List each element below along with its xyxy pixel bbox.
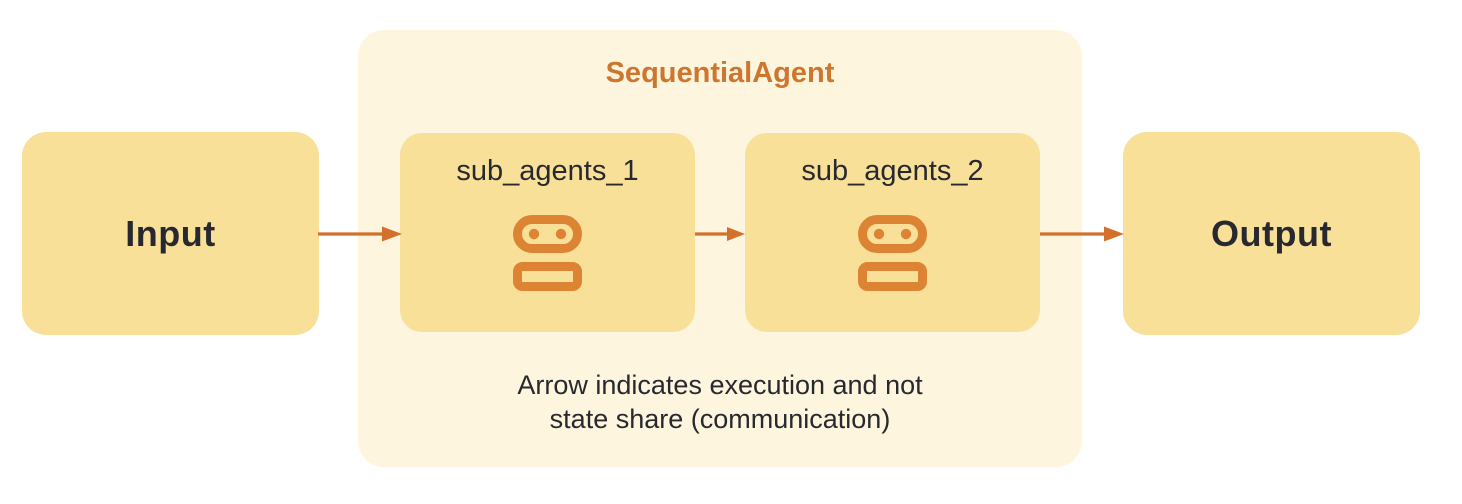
arrow-icon-sub1-to-sub2: [695, 227, 745, 241]
sub-agent-2-label: sub_agents_2: [801, 155, 984, 187]
sub-agent-node-2: sub_agents_2: [745, 133, 1040, 332]
input-node: Input: [22, 132, 319, 335]
robot-icon: [858, 215, 927, 291]
execution-note-line-1: Arrow indicates execution and not: [517, 370, 923, 400]
input-label: Input: [125, 212, 216, 254]
execution-note-line-2: state share (communication): [549, 404, 891, 434]
sub-agent-node-1: sub_agents_1: [400, 133, 695, 332]
execution-note: Arrow indicates execution and not state …: [358, 368, 1082, 436]
arrow-icon-sub2-to-output: [1040, 226, 1124, 242]
arrow-icon-input-to-sub1: [318, 226, 402, 242]
output-node: Output: [1123, 132, 1420, 335]
sub-agent-1-label: sub_agents_1: [456, 155, 639, 187]
sequential-agent-title: SequentialAgent: [605, 57, 835, 89]
output-label: Output: [1211, 212, 1332, 254]
robot-icon: [513, 215, 582, 291]
